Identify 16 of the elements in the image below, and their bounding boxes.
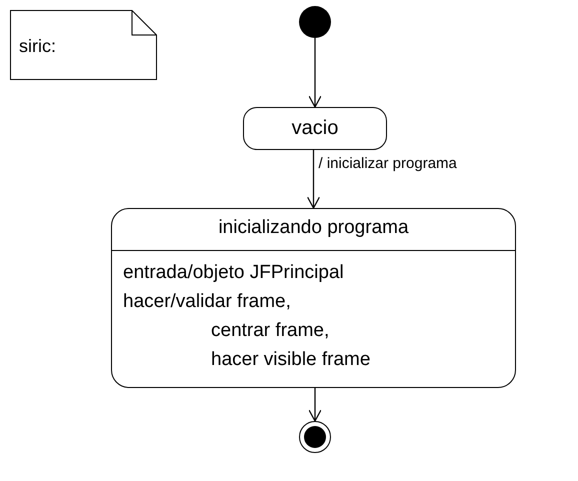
note-text: siric:: [19, 36, 56, 57]
state-activity: centrar frame,: [211, 320, 330, 342]
note: [10, 10, 157, 80]
state-name: inicializando programa: [217, 217, 410, 239]
initial-state: [299, 6, 331, 38]
transition-arrow: [308, 38, 322, 108]
state-activity: hacer/validar frame,: [123, 291, 291, 313]
edge-label: / inicializar programa: [318, 155, 457, 172]
transition-arrow: [308, 388, 322, 422]
state-box: [111, 208, 516, 388]
state-activity: hacer visible frame: [211, 349, 370, 371]
state-box: [243, 107, 387, 150]
state-name: vacio: [290, 117, 340, 140]
state-activity: entrada/objeto JFPrincipal: [123, 262, 344, 284]
transition-arrow: [306, 150, 320, 209]
final-state: [299, 421, 331, 453]
